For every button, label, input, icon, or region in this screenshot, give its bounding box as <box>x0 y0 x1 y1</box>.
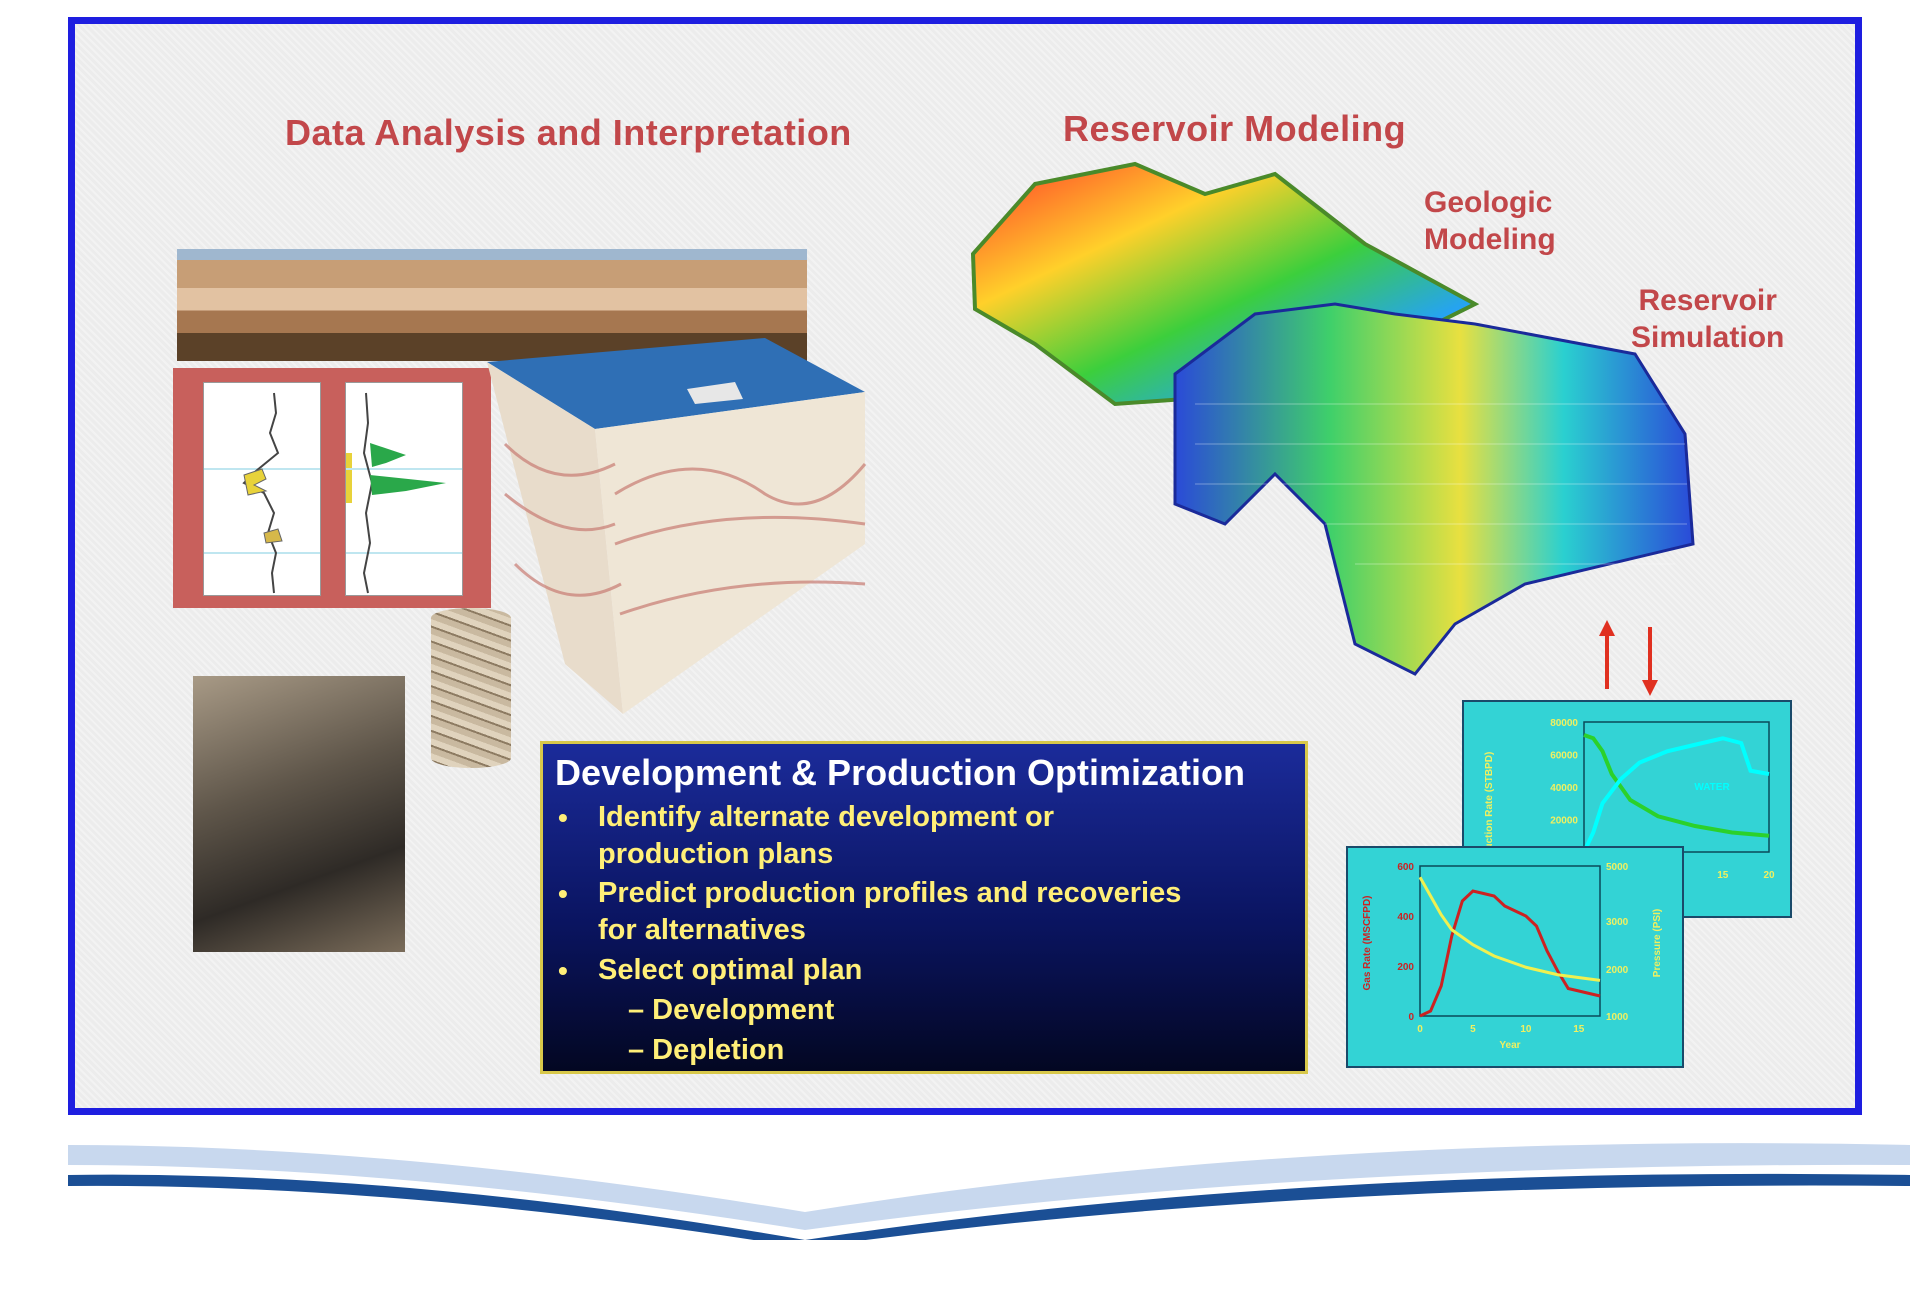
bullet-2-line1: Predict production profiles and recoveri… <box>598 877 1182 909</box>
geologic-modeling-label: Geologic Modeling <box>1424 184 1556 258</box>
chart2-ytick-label: 600 <box>1397 862 1414 873</box>
chart1-ytick-label: 20000 <box>1550 816 1578 827</box>
chart2-y2tick-label: 1000 <box>1606 1012 1629 1023</box>
slide-frame: Data Analysis and Interpretation Reservo… <box>68 17 1862 1115</box>
simulation-grid-model <box>1173 302 1695 676</box>
well-log-curve-2 <box>346 392 462 594</box>
seismic-cube <box>487 338 867 714</box>
lab-equipment-photo <box>193 676 405 952</box>
bullet-dot-1: • <box>558 802 568 833</box>
well-log-curve-1 <box>204 392 320 594</box>
chart1-ytick-label: 80000 <box>1550 718 1578 729</box>
data-analysis-heading: Data Analysis and Interpretation <box>285 112 852 153</box>
bullet-1-line2: production plans <box>598 838 834 870</box>
chart2-xtick-label: 10 <box>1520 1024 1532 1035</box>
chart1-xtick-label: 15 <box>1717 870 1729 881</box>
chart1-ytick-label: 40000 <box>1550 783 1578 794</box>
outcrop-cliff-photo <box>177 249 807 361</box>
development-optimization-box: Development & Production Optimization • … <box>540 741 1308 1074</box>
chart2-plot-area <box>1419 865 1601 1017</box>
chart1-ytick-label: 60000 <box>1550 751 1578 762</box>
chart2-xtick-label: 5 <box>1470 1024 1476 1035</box>
bullet-dot-3: • <box>558 955 568 986</box>
reservoir-modeling-heading: Reservoir Modeling <box>1063 108 1407 149</box>
chart2-ylabel: Gas Rate (MSCFPD) <box>1362 895 1373 990</box>
chart2-y2label: Pressure (PSI) <box>1652 909 1663 977</box>
bullet-3: Select optimal plan <box>598 952 862 989</box>
chart1-series-line-2 <box>1582 736 1770 853</box>
well-log-track-1 <box>203 382 321 596</box>
bullet-2-line2: for alternatives <box>598 914 806 946</box>
bullet-1-line1: Identify alternate development or <box>598 801 1055 833</box>
bullet-2: Predict production profiles and recoveri… <box>598 875 1181 949</box>
chart2-xtick-label: 0 <box>1417 1024 1423 1035</box>
bullet-3-line1: Select optimal plan <box>598 954 863 986</box>
rock-core-sample <box>431 608 511 768</box>
chart2-xtick-label: 15 <box>1573 1024 1585 1035</box>
chart2-y2tick-label: 3000 <box>1606 917 1629 928</box>
bullet-dot-2: • <box>558 878 568 909</box>
bullet-1: Identify alternate development or produc… <box>598 799 1054 873</box>
chart1-xtick-label: 20 <box>1763 870 1775 881</box>
bottom-banner <box>68 1143 1910 1240</box>
reservoir-simulation-line2: Simulation <box>1631 321 1785 354</box>
subitem-depletion: – Depletion <box>628 1034 785 1066</box>
well-log-track-2 <box>345 382 463 596</box>
geologic-modeling-line2: Modeling <box>1424 223 1556 256</box>
subitem-development: – Development <box>628 994 835 1026</box>
reservoir-simulation-line1: Reservoir <box>1638 284 1777 317</box>
chart2-y2tick-label: 5000 <box>1606 862 1629 873</box>
chart1-series-line-1 <box>1583 733 1770 838</box>
chart2-ytick-label: 400 <box>1397 912 1414 923</box>
ship-icon <box>687 382 743 404</box>
chart2-gas-rate-line <box>1419 889 1601 1018</box>
well-log-panel <box>173 368 491 608</box>
chart2-y2tick-label: 2000 <box>1606 965 1629 976</box>
chart2-xlabel: Year <box>1499 1040 1520 1051</box>
reservoir-simulation-label: Reservoir Simulation <box>1631 282 1784 356</box>
chart2-ytick-label: 0 <box>1408 1012 1414 1023</box>
reservoir-models <box>970 161 1695 696</box>
chart2-ytick-label: 200 <box>1397 962 1414 973</box>
chart2-pressure-line <box>1418 876 1601 982</box>
chart1-ylabel: Production Rate (STBPD) <box>1484 752 1495 873</box>
chart1-water-annotation: WATER <box>1694 782 1730 793</box>
dev-box-title: Development & Production Optimization <box>555 752 1246 793</box>
exchange-arrows <box>1599 620 1658 696</box>
geologic-modeling-line1: Geologic <box>1424 186 1553 219</box>
